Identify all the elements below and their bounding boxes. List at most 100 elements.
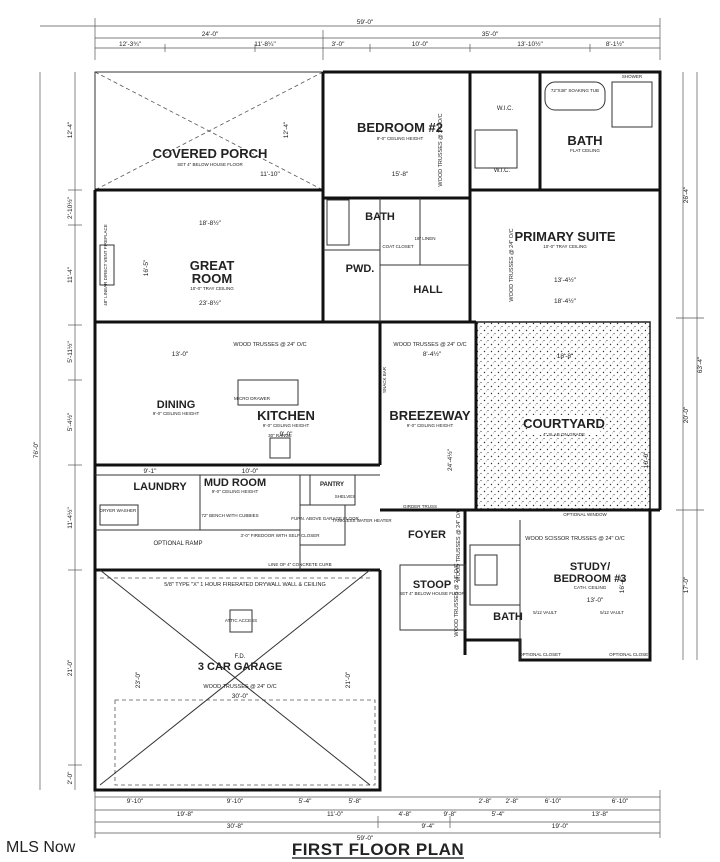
- room-dim: 11'-10": [260, 171, 280, 178]
- room-hall: HALL: [413, 284, 443, 296]
- firerated-label: 5/8" TYPE "X" 1 HOUR FIRERATED DRYWALL W…: [164, 582, 326, 588]
- room-stoop: STOOP: [413, 579, 451, 591]
- top-seg-dim: 8'-1½": [606, 40, 625, 48]
- room-bedroom-2: BEDROOM #2: [357, 120, 443, 135]
- room-note: 9'-0" CEILING HEIGHT: [263, 423, 310, 428]
- bottom-seg-dim: 9'-4": [422, 823, 436, 830]
- left-dimensions: 76'-0" 12'-4" 2'-10½" 11'-4" 5'-11½" 5'-…: [33, 72, 82, 790]
- truss-note: WOOD TRUSSES @ 24" O/C: [203, 684, 276, 690]
- room-powder: PWD.: [346, 263, 375, 275]
- top-seg-dim: 3'-0": [332, 41, 346, 48]
- room-dim: 10'-0": [643, 451, 650, 468]
- room-great-room-line2: ROOM: [192, 271, 232, 286]
- room-study-line2: BEDROOM #3: [554, 573, 627, 585]
- linen-label: 18" LINEN: [414, 236, 435, 241]
- bottom-seg-dim: 4'-8": [399, 811, 413, 818]
- room-kitchen: KITCHEN: [257, 408, 315, 423]
- vault-label: 5/12 VAULT: [600, 610, 624, 615]
- room-dim: 8'-4½": [423, 350, 442, 358]
- vault-label: 5/12 VAULT: [533, 610, 557, 615]
- left-seg-dim: 11'-4": [67, 266, 74, 283]
- bottom-dimensions: 9'-10" 9'-10" 5'-4" 5'-8" 2'-8" 2'-8" 6'…: [94, 790, 661, 842]
- walls: [93, 70, 662, 792]
- room-mud-room: MUD ROOM: [204, 477, 266, 489]
- plan-title: FIRST FLOOR PLAN: [292, 840, 464, 859]
- room-note: 9'-0" CEILING HEIGHT: [153, 411, 200, 416]
- room-dim: 18'-8½": [199, 219, 222, 227]
- room-bath-hall: BATH: [365, 211, 395, 223]
- attic-access-label: ATTIC ACCESS: [225, 618, 257, 623]
- tub-label: 72"X36" SOAKING TUB: [551, 88, 599, 93]
- room-covered-porch: COVERED PORCH: [153, 146, 268, 161]
- room-note: SET 4" BELOW HOUSE FLOOR: [177, 162, 243, 167]
- room-note: FLAT CEILING: [570, 148, 600, 153]
- right-dimensions: 63'-4" 26'-4" 20'-0" 17'-0": [676, 72, 704, 660]
- firedoor-label: 3'-0" FIREDOOR WITH SELF CLOSER: [241, 533, 321, 538]
- truss-note: WOOD TRUSSES @ 24" O/C: [233, 342, 306, 348]
- bottom-seg-dim: 2'-8": [479, 798, 493, 805]
- bottom-seg-dim: 9'-10": [127, 798, 144, 805]
- right-lower-dim: 17'-0": [683, 576, 690, 593]
- overall-depth-dim: 76'-0": [33, 441, 40, 458]
- top-right-dim: 35'-0": [482, 31, 499, 38]
- overall-width-bottom-dim: 59'-0": [357, 835, 374, 842]
- shelves-label: SHELVES: [335, 494, 355, 499]
- truss-notes: WOOD TRUSSES @ 24" O/C WOOD TRUSSES @ 24…: [203, 113, 624, 690]
- left-seg-dim: 5'-4½": [66, 412, 74, 431]
- bottom-seg-dim: 19'-8": [177, 811, 194, 818]
- floor-drain-label: F.D.: [235, 654, 246, 660]
- dryer-washer-label: DRYER WASHER: [100, 508, 137, 513]
- room-dim: 16'-5": [143, 259, 150, 276]
- bottom-seg-dim: 13'-8": [592, 811, 609, 818]
- left-seg-dim: 2'-0": [67, 771, 74, 785]
- room-dim: 10'-0": [242, 468, 259, 475]
- room-pantry: PANTRY: [320, 482, 344, 488]
- room-dim: 23'-0": [135, 671, 142, 688]
- room-courtyard: COURTYARD: [523, 416, 605, 431]
- concrete-curb-label: LINE OF 4" CONCRETE CURB: [268, 562, 331, 567]
- optional-ramp-label: OPTIONAL RAMP: [153, 541, 202, 547]
- truss-note: WOOD TRUSSES @ 24" O/C: [509, 228, 515, 301]
- right-mid-dim: 20'-0": [683, 406, 690, 423]
- wic-label: W.I.C.: [497, 106, 514, 112]
- room-breezeway: BREEZEWAY: [389, 408, 470, 423]
- top-seg-dim: 13'-10½": [517, 40, 543, 48]
- room-note: SET 4" BELOW HOUSE FLOOR: [399, 591, 465, 596]
- bottom-seg-dim: 6'-10": [545, 798, 562, 805]
- bottom-seg-dim: 5'-4": [299, 798, 313, 805]
- room-note: CATH. CEILING: [574, 585, 607, 590]
- girder-truss-label: GIRDER TRUSS: [403, 504, 437, 509]
- room-dim: 9'-1": [144, 468, 158, 475]
- room-dim: 30'-0": [232, 693, 249, 700]
- left-seg-dim: 5'-11½": [66, 341, 74, 363]
- bottom-seg-dim: 2'-8": [506, 798, 520, 805]
- optional-closet-label: OPTIONAL CLOSET: [609, 652, 651, 657]
- bench-label: 72" BENCH WITH CUBBIES: [201, 513, 258, 518]
- room-dim: 13'-0": [587, 597, 604, 604]
- room-note: 10'-0" TRAY CEILING: [190, 286, 234, 291]
- room-note: 9'-0" CEILING HEIGHT: [212, 489, 259, 494]
- room-garage: 3 CAR GARAGE: [198, 661, 282, 673]
- room-labels: COVERED PORCH SET 4" BELOW HOUSE FLOOR B…: [133, 120, 626, 673]
- wic-label: W.I.C.: [494, 168, 511, 174]
- truss-note: WOOD TRUSSES @ 24" O/C: [393, 342, 466, 348]
- room-dim: 16'-4": [619, 576, 626, 593]
- optional-window-label: OPTIONAL WINDOW: [563, 512, 607, 517]
- top-seg-dim: 11'-8¼": [254, 41, 276, 48]
- room-great-room-line1: GREAT: [190, 258, 235, 273]
- room-dining: DINING: [157, 399, 196, 411]
- room-dim: 18'-4½": [554, 297, 577, 305]
- micro-drawer-label: MICRO DRAWER: [234, 396, 271, 401]
- furnace-label: FURN. ABOVE GARAGE FLOOR: [291, 516, 359, 521]
- overall-width-dim: 59'-0": [357, 19, 374, 26]
- truss-note: WOOD TRUSSES @ 24" O/C: [456, 508, 462, 581]
- fixture-labels: W.I.C. W.I.C. 72"X36" SOAKING TUB SHOWER…: [100, 74, 651, 660]
- shower-label: SHOWER: [622, 74, 643, 79]
- room-dim: 12'-4": [283, 121, 290, 138]
- right-total-dim: 63'-4": [697, 356, 704, 373]
- room-note: 10'-0" TRAY CEILING: [543, 244, 587, 249]
- bottom-seg-dim: 5'-4": [492, 811, 506, 818]
- top-seg-dim: 10'-0": [412, 41, 429, 48]
- range-label: 30" RANGE: [268, 433, 292, 438]
